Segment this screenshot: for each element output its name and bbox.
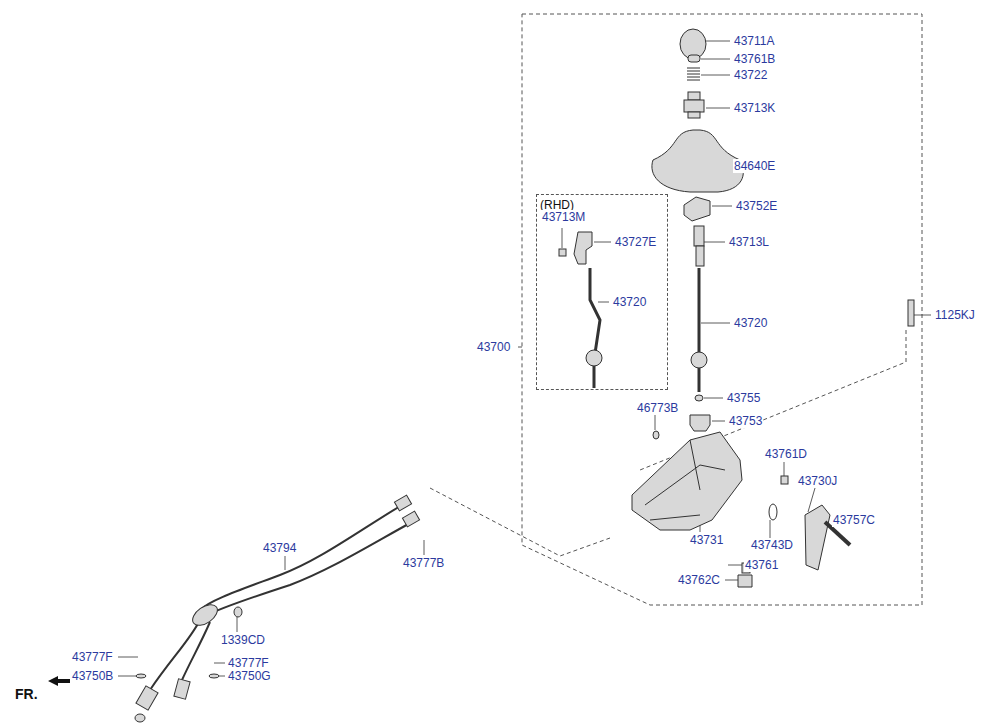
callout-number: 43761D xyxy=(764,447,808,461)
callout-number: 43720 xyxy=(612,295,647,309)
callout-number: 43794 xyxy=(262,541,297,555)
callout-number: 43713M xyxy=(541,210,586,224)
callout-number: 1125KJ xyxy=(934,308,976,322)
callout-number: 43722 xyxy=(733,68,768,82)
callout-number: 43761 xyxy=(744,558,779,572)
callout-number: 43720 xyxy=(733,316,768,330)
callout-number: 43700 xyxy=(476,340,511,354)
shift-lever-parts xyxy=(632,29,914,587)
callout-number: 43750G xyxy=(227,669,272,683)
callout-number: 43757C xyxy=(832,513,876,527)
callout-number: 84640E xyxy=(733,159,776,173)
callout-number: 43761B xyxy=(733,52,776,66)
leader-line xyxy=(118,41,931,676)
callout-number: 43777F xyxy=(71,650,114,664)
callout-number: 43752E xyxy=(735,199,778,213)
callout-number: 43711A xyxy=(733,34,775,48)
shift-cable xyxy=(150,505,412,690)
callout-number: 43750B xyxy=(71,669,114,683)
callout-number: 1339CD xyxy=(220,633,266,647)
callout-number: 43730J xyxy=(797,474,838,488)
rhd-lever-parts xyxy=(559,232,602,388)
callout-number: 46773B xyxy=(636,401,679,415)
dashed-outline xyxy=(430,14,922,605)
callout-number: 43777B xyxy=(402,556,445,570)
callout-number: 43731 xyxy=(689,533,724,547)
callout-number: 43743D xyxy=(750,538,794,552)
front-arrow xyxy=(48,676,70,686)
callout-number: 43777F xyxy=(227,656,270,670)
callout-number: 43753 xyxy=(728,414,763,428)
direction-label: FR. xyxy=(14,687,39,701)
callout-number: 43713K xyxy=(733,101,776,115)
callout-number: 43762C xyxy=(677,573,721,587)
callout-number: 43727E xyxy=(614,235,657,249)
cable-ends xyxy=(135,495,420,722)
callout-number: 43755 xyxy=(726,391,761,405)
callout-number: 43713L xyxy=(728,235,770,249)
